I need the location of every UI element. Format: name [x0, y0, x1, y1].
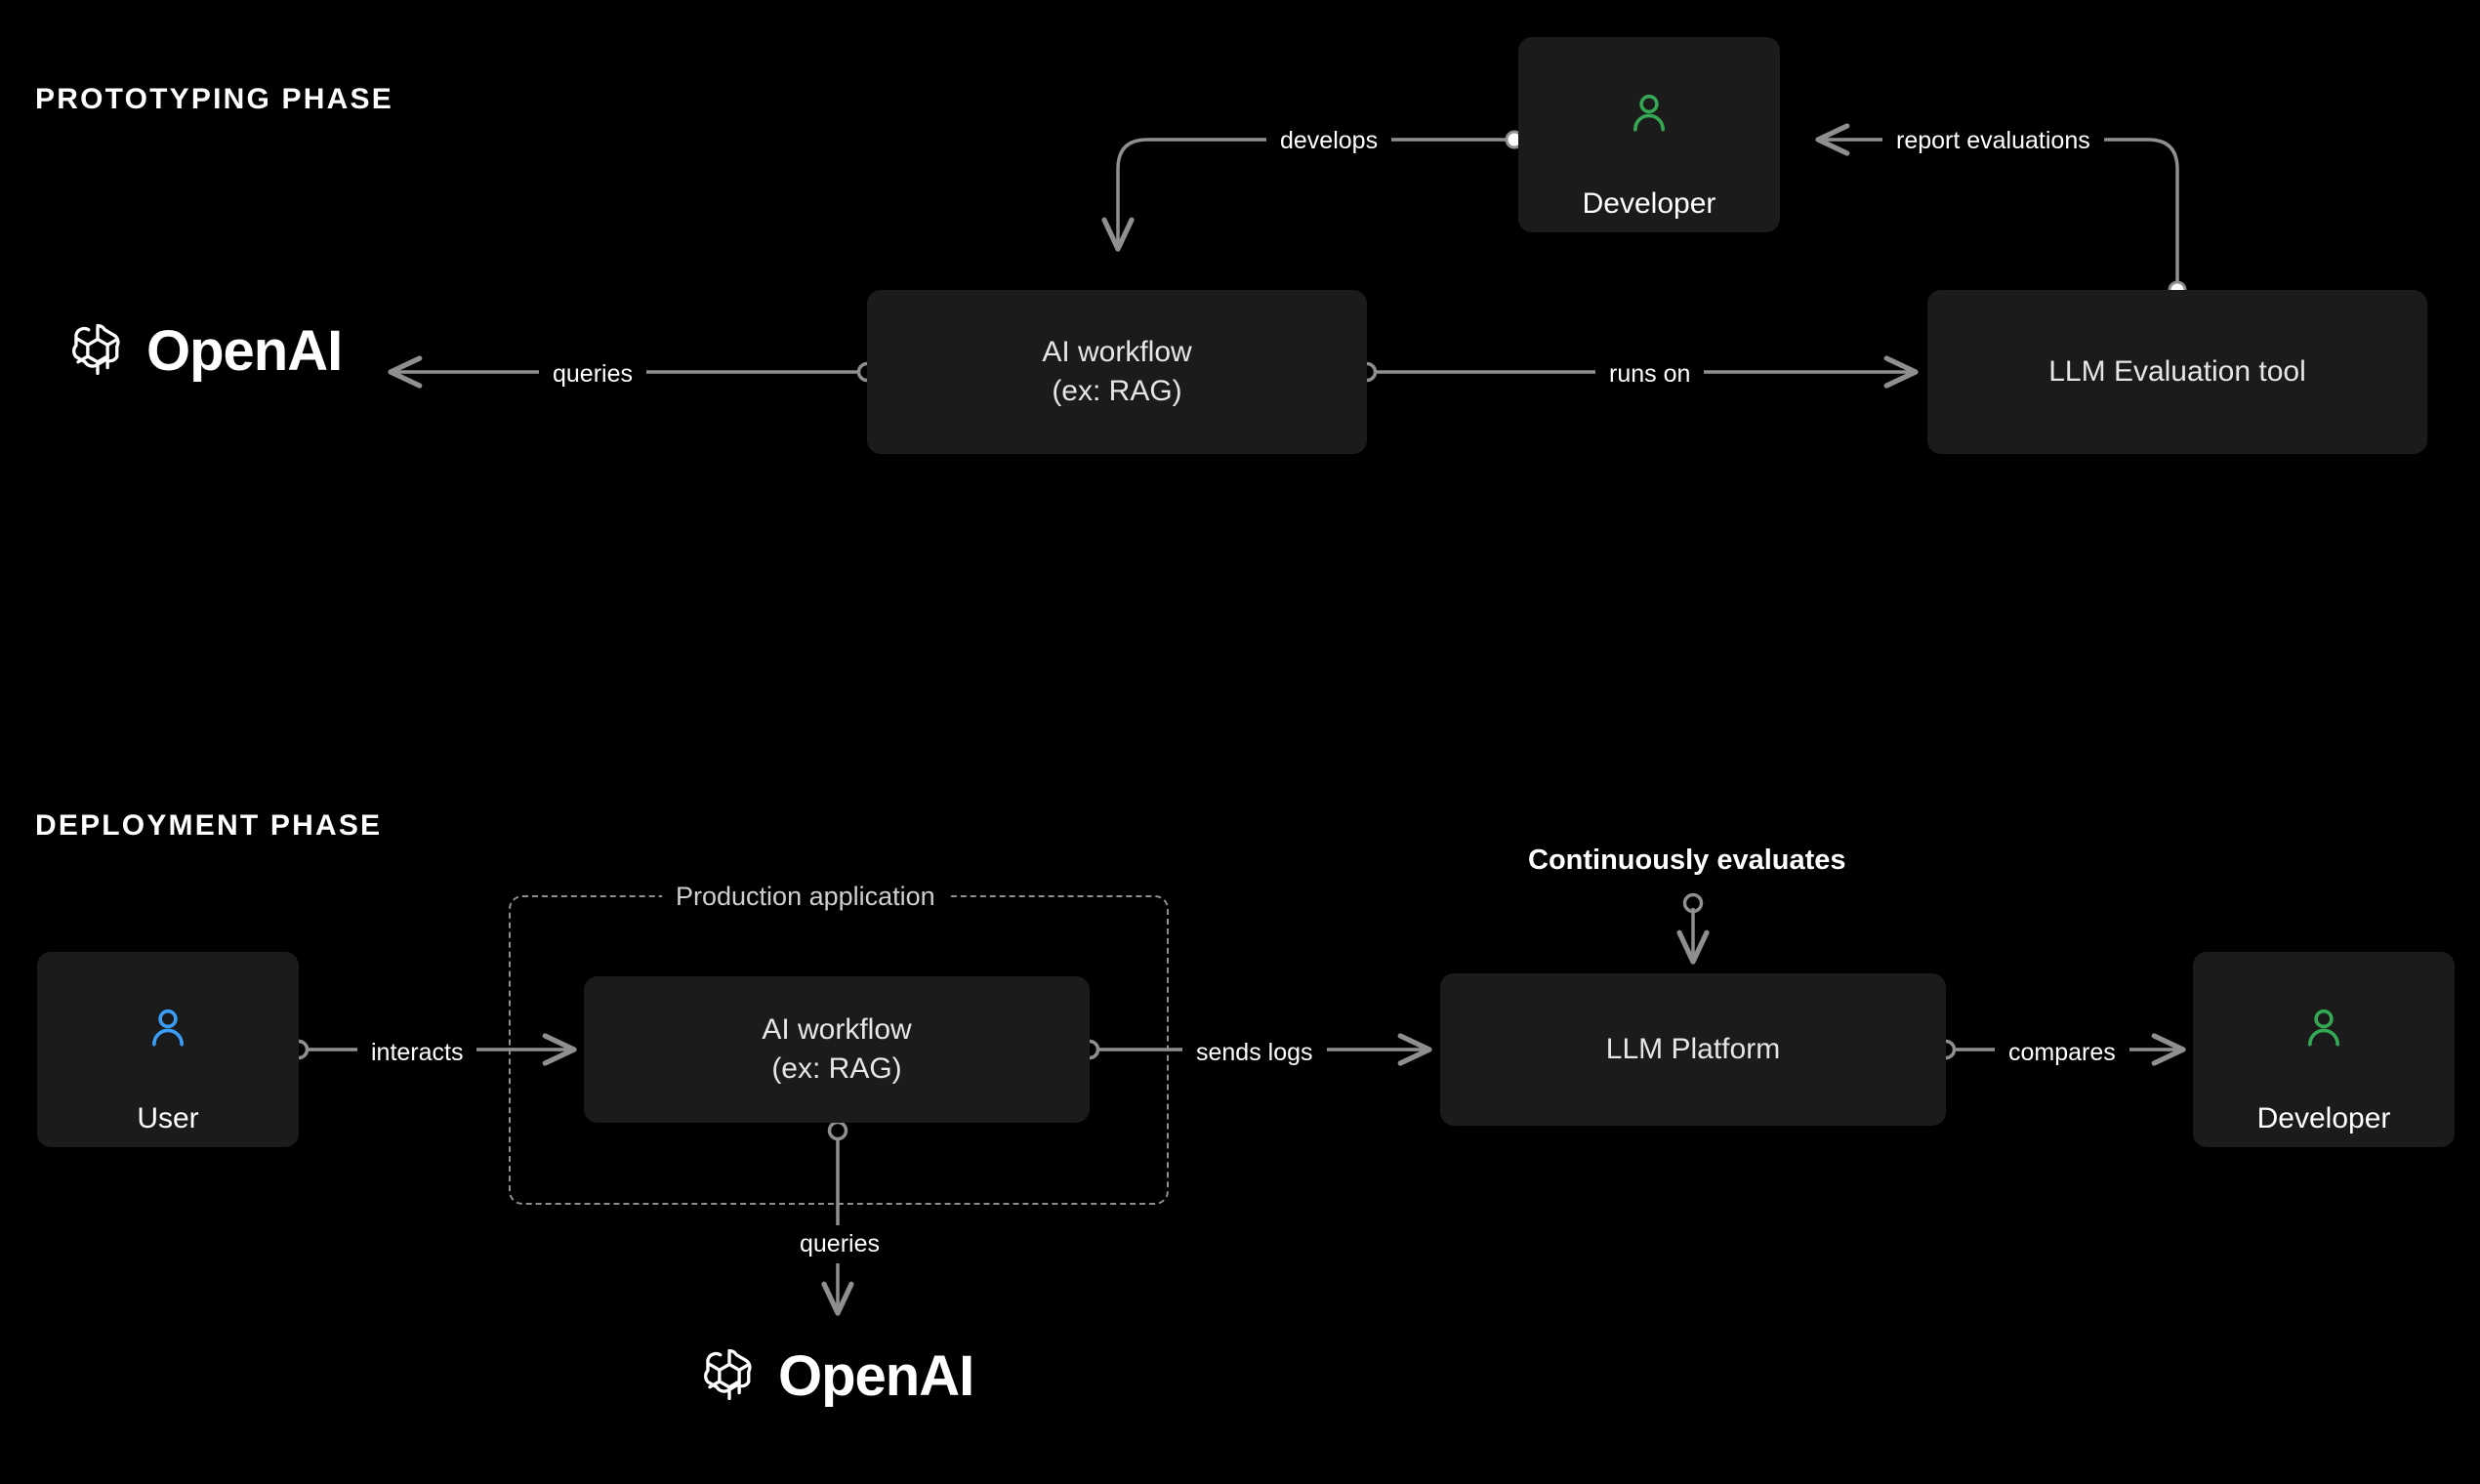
node-label: Developer: [1582, 186, 1716, 220]
node-label: Developer: [2256, 1101, 2391, 1134]
openai-logo-icon: [66, 317, 129, 385]
person-icon: [1627, 90, 1672, 145]
openai-wordmark: OpenAI: [778, 1343, 974, 1408]
production-application-label: Production application: [662, 882, 949, 912]
phase-title-deployment: DEPLOYMENT PHASE: [35, 809, 383, 842]
node-ai-workflow-prototyping[interactable]: AI workflow (ex: RAG): [867, 290, 1367, 454]
openai-logo-icon: [698, 1342, 761, 1410]
node-label: AI workflow (ex: RAG): [762, 1013, 912, 1085]
openai-wordmark: OpenAI: [146, 318, 343, 383]
person-icon: [145, 1005, 190, 1060]
edge-report-evaluations: [1815, 123, 2179, 290]
phase-title-prototyping: PROTOTYPING PHASE: [35, 83, 393, 115]
edge-label-runs-on: runs on: [1595, 355, 1705, 393]
node-llm-platform[interactable]: LLM Platform: [1440, 973, 1946, 1126]
openai-logo-deployment: OpenAI: [698, 1342, 974, 1410]
openai-logo-prototyping: OpenAI: [66, 317, 343, 385]
node-label: LLM Evaluation tool: [2048, 355, 2306, 389]
handle-continuous-eval: [1682, 892, 1704, 914]
node-user[interactable]: User: [37, 952, 299, 1147]
edge-label-report-evaluations: report evaluations: [1882, 122, 2104, 160]
edge-label-queries-deployment: queries: [786, 1225, 893, 1263]
edge-label-sends-logs: sends logs: [1182, 1034, 1327, 1072]
person-icon: [2301, 1005, 2346, 1060]
edge-label-compares: compares: [1995, 1034, 2129, 1072]
node-label: AI workflow (ex: RAG): [1042, 336, 1192, 407]
edge-label-queries-prototyping: queries: [539, 355, 646, 393]
node-llm-evaluation-tool[interactable]: LLM Evaluation tool: [1927, 290, 2427, 454]
node-label: User: [137, 1101, 199, 1134]
edge-label-interacts: interacts: [357, 1034, 477, 1072]
edge-label-develops: develops: [1266, 122, 1392, 160]
node-label: LLM Platform: [1605, 1033, 1781, 1066]
node-ai-workflow-deployment[interactable]: AI workflow (ex: RAG): [584, 976, 1090, 1123]
node-developer-prototyping[interactable]: Developer: [1518, 37, 1780, 232]
edge-label-continuously-evaluates: Continuously evaluates: [1528, 845, 1846, 877]
node-developer-deployment[interactable]: Developer: [2193, 952, 2455, 1147]
